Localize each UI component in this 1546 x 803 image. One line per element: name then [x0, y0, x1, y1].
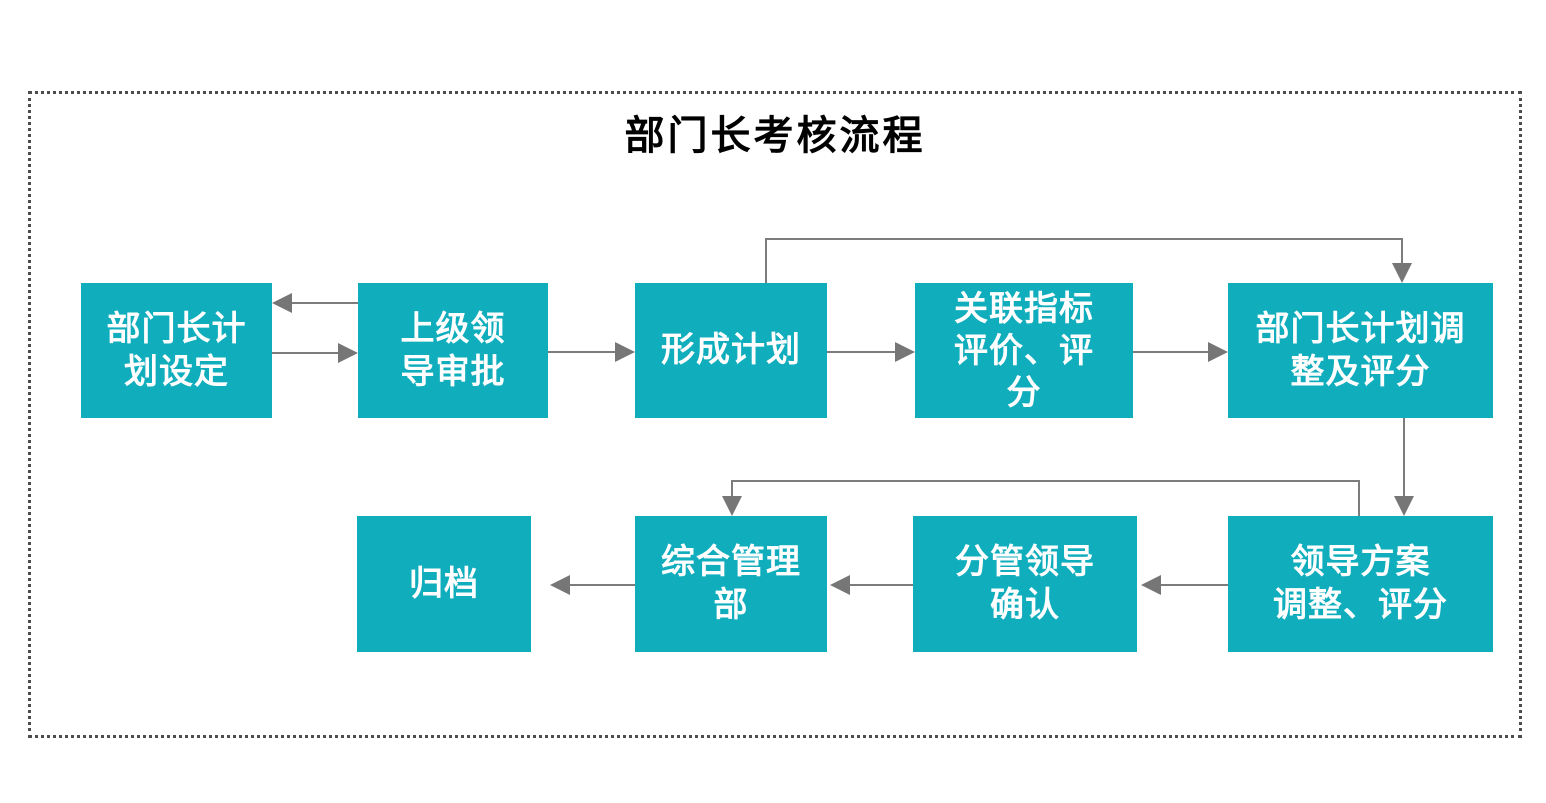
flow-node-plan-adjust-score: 部门长计划调 整及评分	[1228, 283, 1493, 418]
flow-node-leader-plan-adjust: 领导方案 调整、评分	[1228, 516, 1493, 652]
flow-node-form-plan: 形成计划	[635, 283, 827, 418]
flow-node-superior-approval: 上级领 导审批	[358, 283, 548, 418]
flow-node-indicator-evaluation: 关联指标 评价、评 分	[915, 283, 1133, 418]
flow-node-leader-confirm: 分管领导 确认	[913, 516, 1137, 652]
diagram-dotted-frame	[28, 91, 1522, 738]
flow-node-archive: 归档	[357, 516, 531, 652]
flow-node-general-management: 综合管理 部	[635, 516, 827, 652]
flow-node-plan-setting: 部门长计 划设定	[81, 283, 272, 418]
diagram-title: 部门长考核流程	[624, 114, 926, 158]
